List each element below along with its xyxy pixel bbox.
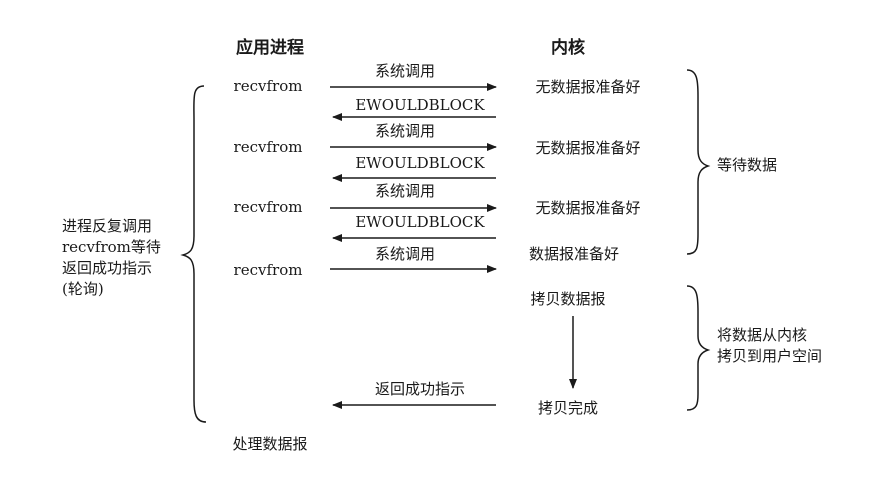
left-brace	[180, 85, 207, 423]
left-note-line-1: 进程反复调用	[62, 217, 152, 235]
copy-done-label: 拷贝完成	[538, 399, 598, 417]
wait-phase-label: 等待数据	[717, 156, 777, 174]
header-kernel: 内核	[551, 37, 585, 58]
wait-phase-brace	[686, 69, 711, 255]
return-success-label: 返回成功指示	[375, 380, 465, 398]
row-1-kernel-status: 无数据报准备好	[535, 78, 640, 96]
row-3-syscall-label: 系统调用	[375, 182, 435, 200]
copy-phase-brace	[686, 285, 711, 411]
left-note-line-2: recvfrom等待	[62, 238, 161, 256]
row-3-kernel-status: 无数据报准备好	[535, 199, 640, 217]
row-4-syscall-label: 系统调用	[375, 245, 435, 263]
row-2-syscall-label: 系统调用	[375, 122, 435, 140]
row-4-kernel-status: 数据报准备好	[529, 245, 619, 263]
row-3-recvfrom: recvfrom	[234, 198, 303, 216]
copy-phase-label-line-2: 拷贝到用户空间	[717, 347, 822, 365]
process-datagram-label: 处理数据报	[232, 435, 307, 453]
copy-phase-label-line-1: 将数据从内核	[717, 326, 807, 344]
left-note-line-3: 返回成功指示	[62, 259, 152, 277]
row-1-syscall-label: 系统调用	[375, 62, 435, 80]
row-4-recvfrom: recvfrom	[234, 261, 303, 279]
left-note-line-4: (轮询)	[62, 280, 104, 298]
row-2-ewouldblock: EWOULDBLOCK	[355, 154, 485, 172]
header-app-process: 应用进程	[236, 37, 304, 58]
row-2-kernel-status: 无数据报准备好	[535, 139, 640, 157]
row-2-recvfrom: recvfrom	[234, 138, 303, 156]
row-1-ewouldblock: EWOULDBLOCK	[355, 96, 485, 114]
copy-start-label: 拷贝数据报	[530, 290, 605, 308]
row-3-ewouldblock: EWOULDBLOCK	[355, 213, 485, 231]
row-1-recvfrom: recvfrom	[234, 77, 303, 95]
